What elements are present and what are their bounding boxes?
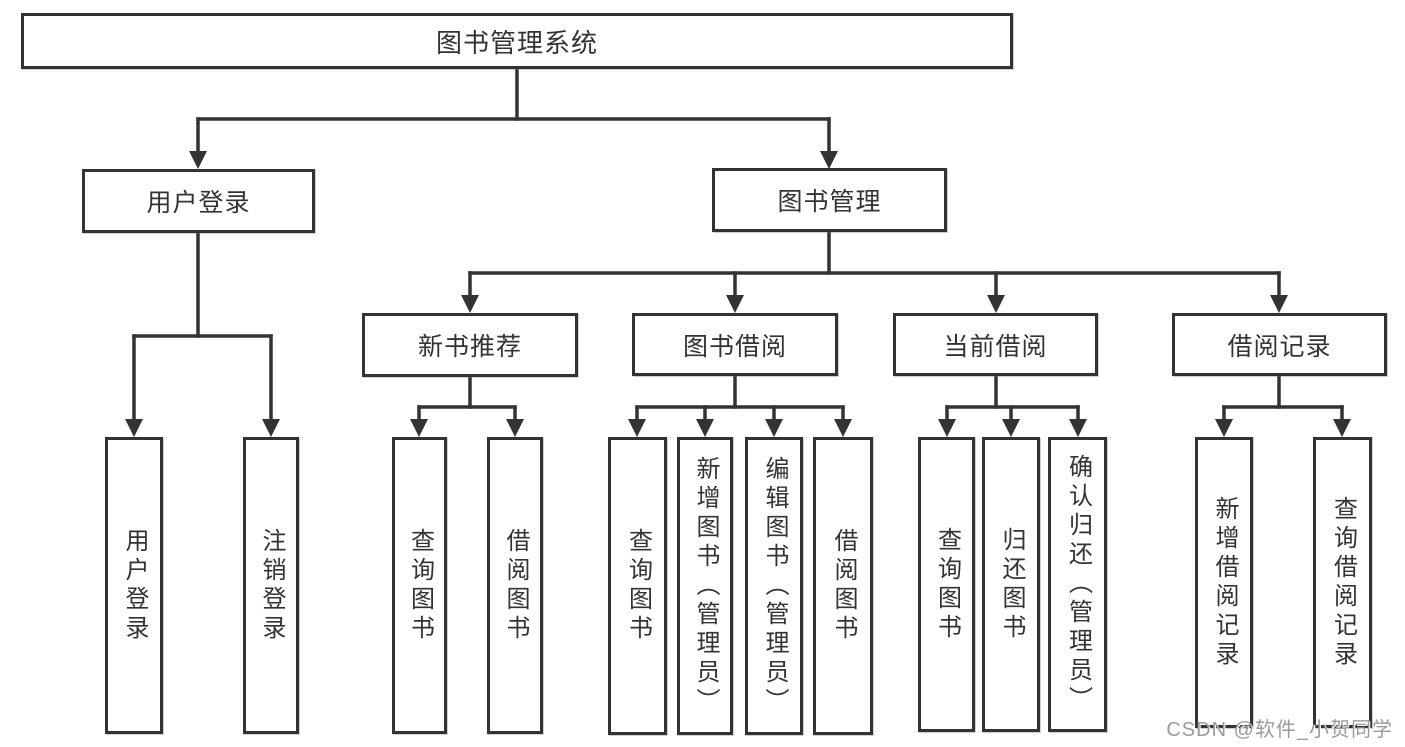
arrowhead-icon: [1333, 419, 1351, 437]
node-current-borrow: 当前借阅: [893, 313, 1098, 376]
leaf-query-books-recommend: 查询图书: [392, 437, 447, 734]
arrowhead-icon: [726, 295, 744, 313]
node-book-management: 图书管理: [712, 168, 947, 232]
node-library-system: 图书管理系统: [21, 13, 1013, 69]
arrowhead-icon: [696, 419, 714, 437]
leaf-edit-books-admin: 编辑图书（管理员）: [745, 437, 803, 735]
leaf-add-borrow-record: 新增借阅记录: [1195, 437, 1253, 728]
arrowhead-icon: [1215, 419, 1233, 437]
node-new-book-recommend: 新书推荐: [362, 313, 578, 377]
arrowhead-icon: [189, 151, 207, 169]
arrowhead-icon: [461, 295, 479, 313]
arrowhead-icon: [1069, 419, 1087, 437]
arrowhead-icon: [1270, 295, 1288, 313]
leaf-query-books-borrow: 查询图书: [608, 437, 667, 735]
arrowhead-icon: [628, 419, 646, 437]
arrowhead-icon: [262, 419, 280, 437]
arrowhead-icon: [938, 419, 956, 437]
node-user-login: 用户登录: [82, 169, 315, 233]
arrowhead-icon: [987, 295, 1005, 313]
leaf-confirm-return-admin: 确认归还（管理员）: [1048, 437, 1107, 732]
leaf-query-books-current: 查询图书: [918, 437, 975, 732]
leaf-borrow-books-recommend: 借阅图书: [487, 437, 543, 734]
arrowhead-icon: [820, 151, 838, 169]
arrowhead-icon: [125, 419, 143, 437]
arrowhead-icon: [1002, 419, 1020, 437]
csdn-watermark: CSDN @软件_小贺同学: [1166, 719, 1393, 741]
arrowhead-icon: [506, 419, 524, 437]
node-book-borrow: 图书借阅: [632, 313, 838, 376]
leaf-add-books-admin: 新增图书（管理员）: [677, 437, 733, 735]
node-borrow-records: 借阅记录: [1172, 313, 1387, 376]
leaf-user-login: 用户登录: [105, 437, 163, 734]
leaf-logout: 注销登录: [243, 437, 299, 734]
leaf-query-borrow-record: 查询借阅记录: [1313, 437, 1372, 728]
leaf-return-books: 归还图书: [982, 437, 1040, 732]
arrowhead-icon: [765, 419, 783, 437]
arrowhead-icon: [410, 419, 428, 437]
leaf-borrow-books: 借阅图书: [813, 437, 873, 735]
arrowhead-icon: [834, 419, 852, 437]
